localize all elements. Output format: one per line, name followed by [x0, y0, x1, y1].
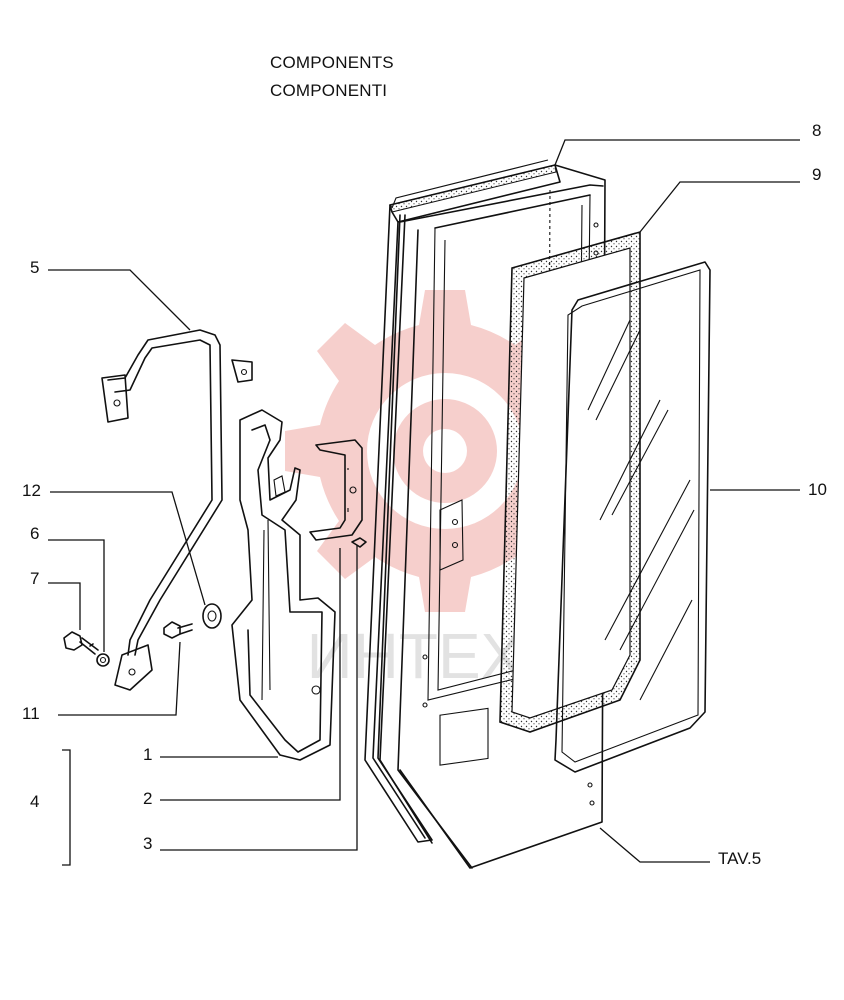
watermark-text: ИНТЕХ: [307, 620, 524, 692]
leader-7: [48, 582, 81, 630]
callout-5: 5: [30, 258, 40, 277]
leader-5: [48, 269, 191, 331]
callout-12: 12: [22, 481, 41, 500]
title-english: COMPONENTS: [270, 53, 394, 72]
grab-handle: [101, 329, 253, 691]
leader-12: [50, 491, 206, 606]
bracket-4: [62, 749, 71, 866]
leader-11: [58, 641, 181, 716]
mounting-bracket: [231, 409, 336, 761]
leader-lines: [48, 139, 800, 866]
hardware-parts: [63, 537, 367, 667]
title-italian: COMPONENTI: [270, 81, 388, 100]
window-seal: [499, 230, 641, 733]
callout-7: 7: [30, 569, 40, 588]
callout-3: 3: [143, 834, 153, 853]
leader-3: [160, 545, 358, 851]
window-glass: [554, 261, 711, 773]
callout-11: 11: [22, 704, 40, 723]
leader-ref: [599, 827, 710, 863]
callout-1: 1: [143, 745, 153, 764]
leader-9: [639, 181, 800, 233]
callout-8: 8: [812, 121, 822, 140]
reference-label: TAV.5: [718, 849, 762, 868]
callout-6: 6: [30, 524, 40, 543]
callout-2: 2: [143, 789, 153, 808]
leader-6: [48, 539, 105, 652]
leader-8: [554, 139, 800, 166]
callout-9: 9: [812, 165, 822, 184]
leader-2: [160, 548, 341, 801]
retaining-clip: [309, 439, 363, 541]
callout-10: 10: [808, 480, 827, 499]
callout-4: 4: [30, 792, 40, 811]
